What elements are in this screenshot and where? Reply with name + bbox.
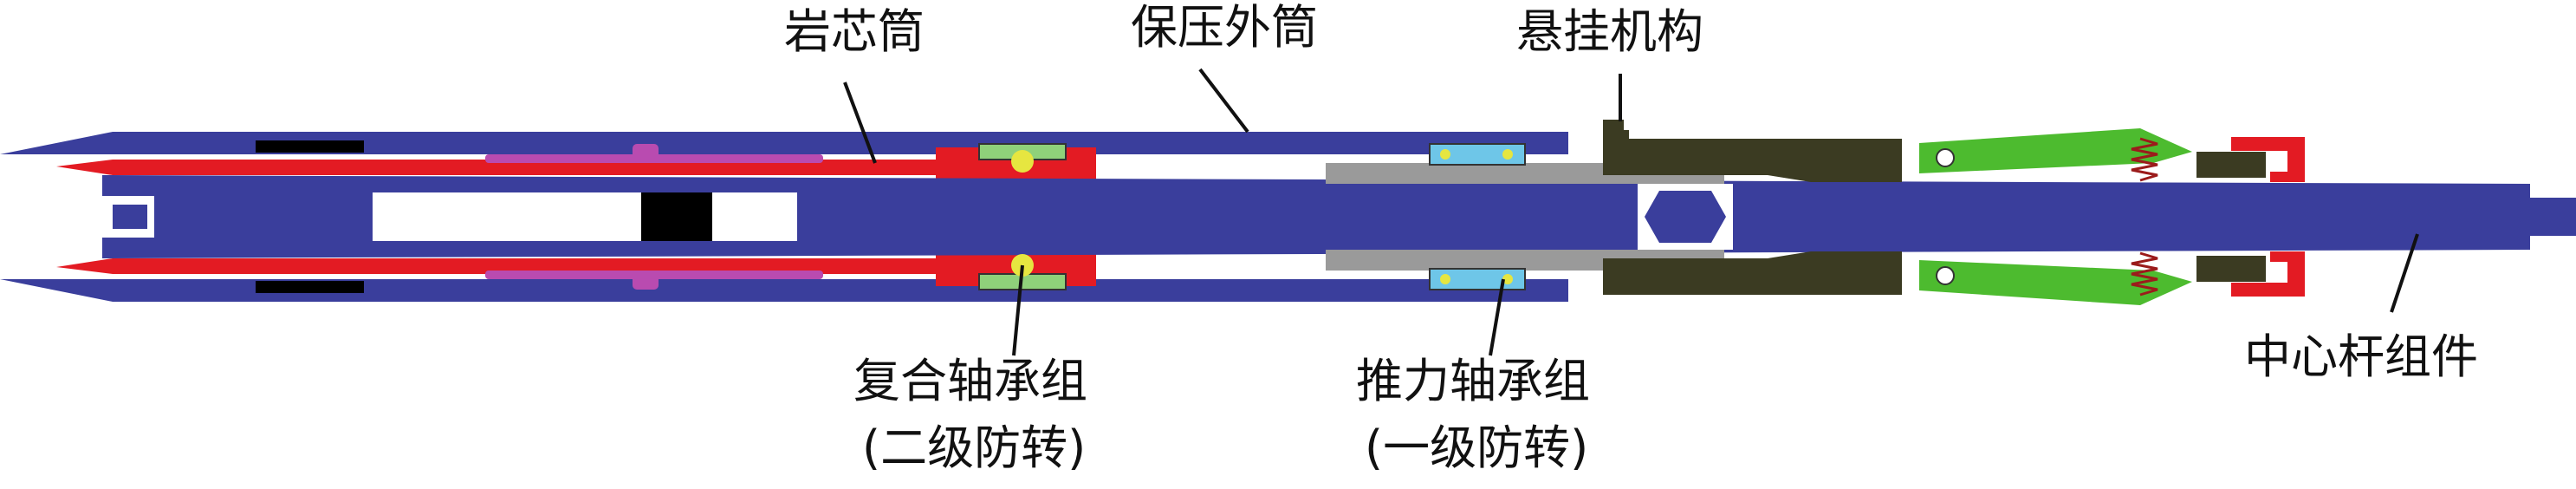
label-core-barrel: 岩芯筒 [784,4,925,59]
leader-composite-bearing [1012,264,1024,356]
seal-ring-bottom [633,271,659,290]
label-composite-bearing-group: 复合轴承组 [853,354,1087,408]
label-center-rod-assembly: 中心杆组件 [2244,329,2478,384]
pawl-bottom [1919,260,2192,305]
thrust-bearing-ball-1 [1440,149,1450,160]
core-barrel-bottom-wall [56,258,1096,274]
end-cap-bottom [2231,251,2305,297]
leader-pressure-outer-barrel [1198,68,1249,134]
thrust-bearing-ball-4 [1502,274,1513,284]
outer-barrel-mark-top [256,140,364,153]
center-rod-front-tip [113,205,147,229]
pawl-top [1919,128,2192,173]
label-thrust-bearing-group: 推力轴承组 [1356,354,1590,408]
suspension-body-bottom [1603,251,1902,295]
center-rod-black-block [641,192,712,241]
outer-barrel-mark-bottom [256,281,364,293]
end-block-top [2196,152,2266,178]
core-barrel-top-wall [56,160,1096,175]
leader-core-barrel [843,82,877,164]
spring-bottom [2131,251,2158,297]
pawl-pivot-top [1936,148,1955,167]
leader-center-rod [2390,233,2419,313]
end-cap-top [2231,137,2305,182]
suspension-hook [1603,120,1624,140]
outer-barrel-bottom-wall [0,279,1568,302]
label-thrust-bearing-note: (一级防转) [1365,421,1588,475]
rod-hex-coupling [1645,191,1726,243]
pawl-pivot-bottom [1936,266,1955,285]
outer-barrel-top-wall [0,132,1568,154]
thrust-bearing-ball-3 [1440,274,1450,284]
label-suspension-mechanism: 悬挂机构 [1516,4,1703,59]
seal-ring-top [633,144,659,163]
composite-bearing-ball-top [1011,150,1034,173]
suspension-body-top [1603,130,1902,182]
center-rod-bore [373,192,797,241]
thrust-bearing-ball-2 [1502,149,1513,160]
leader-thrust-bearing [1489,278,1505,356]
label-pressure-outer-barrel: 保压外筒 [1131,0,1318,55]
label-composite-bearing-note: (二级防转) [862,421,1086,475]
spring-top [2131,137,2158,182]
end-block-bottom [2196,256,2266,282]
